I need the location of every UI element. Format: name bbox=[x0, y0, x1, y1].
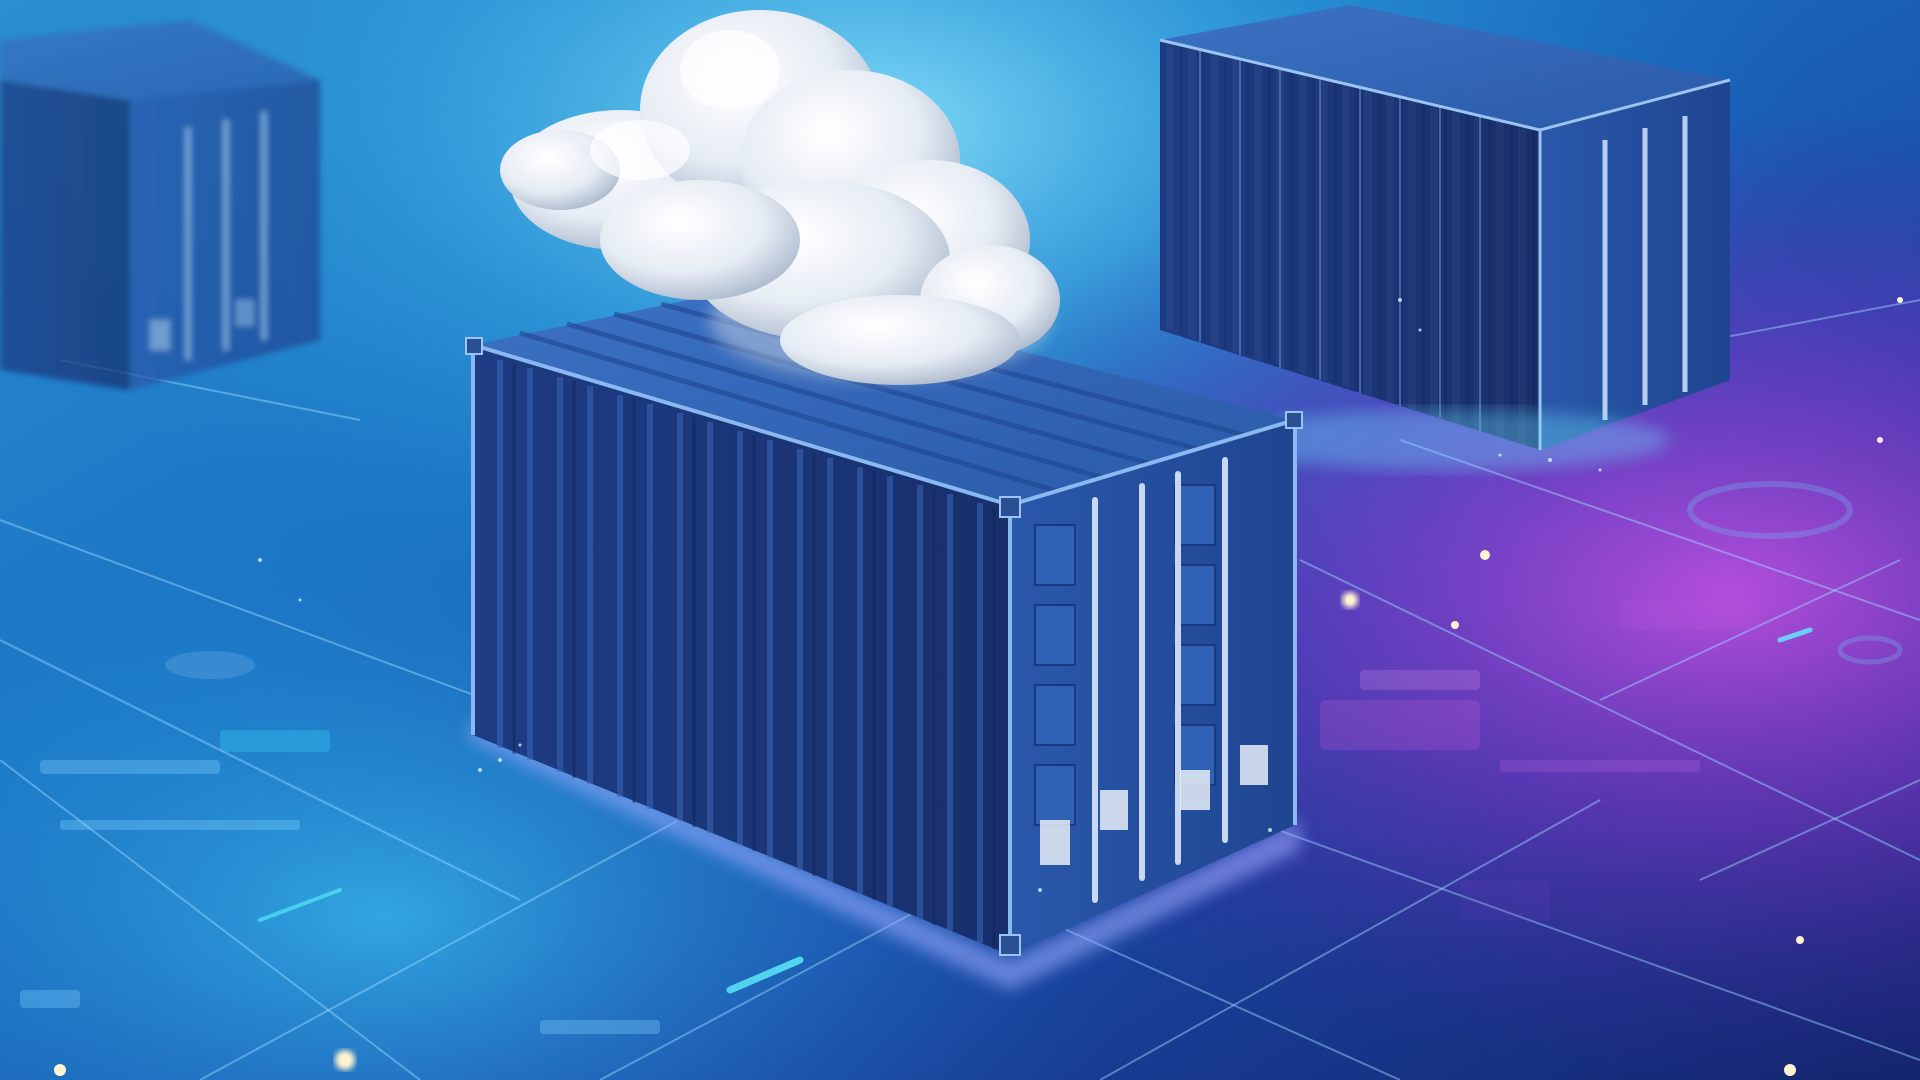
cyan-streaks bbox=[258, 627, 1813, 994]
main-container-icon bbox=[465, 285, 1303, 990]
particles bbox=[258, 298, 1602, 892]
back-left-container-icon bbox=[0, 20, 320, 390]
circuit-components bbox=[20, 481, 1903, 1034]
cloud-icon bbox=[500, 10, 1060, 385]
light-dots bbox=[54, 297, 1903, 1076]
back-right-container-icon bbox=[1159, 5, 1731, 470]
